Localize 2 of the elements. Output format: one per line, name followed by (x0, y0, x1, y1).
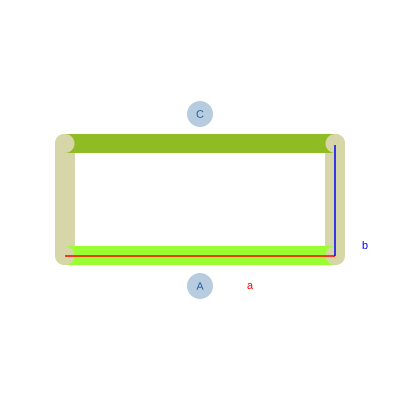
dimension-label: b (362, 240, 368, 250)
dimension-label: a (247, 283, 254, 290)
